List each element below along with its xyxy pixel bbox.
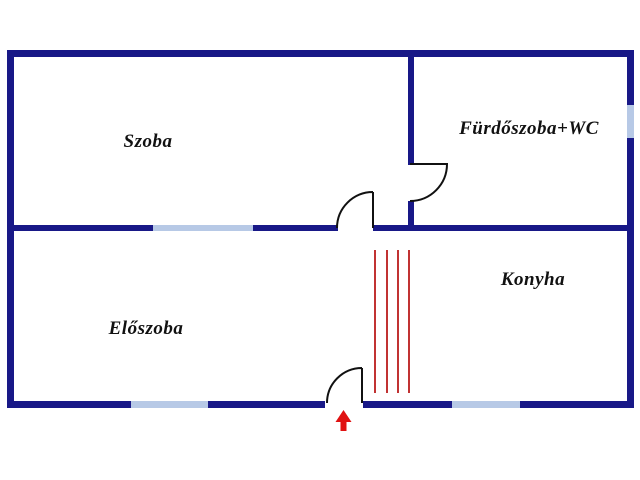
window-interior-wall: [153, 225, 253, 231]
room-label-konyha: Konyha: [500, 269, 566, 290]
door-entrance: [326, 367, 363, 404]
wall-interior-horizontal-3: [373, 225, 634, 231]
door-szoba: [336, 191, 374, 229]
wall-bottom-segment-3: [363, 401, 452, 408]
wall-bottom-segment-4: [520, 401, 634, 408]
window-bottom-left: [131, 401, 208, 408]
wall-bottom-segment-1: [7, 401, 131, 408]
window-bottom-right: [452, 401, 520, 408]
wall-top: [7, 50, 634, 57]
room-label-furdoszoba-wc: Fürdőszoba+WC: [459, 118, 599, 139]
window-right-wall: [627, 105, 634, 138]
room-label-szoba: Szoba: [123, 131, 173, 152]
door-bathroom: [409, 163, 449, 202]
entrance-arrow-icon: [335, 410, 352, 431]
wall-interior-vertical-2: [408, 201, 414, 231]
wall-interior-horizontal-1: [7, 225, 153, 231]
wall-interior-vertical-1: [408, 56, 414, 165]
wall-bottom-segment-2: [208, 401, 325, 408]
wall-interior-horizontal-2: [253, 225, 338, 231]
room-label-eloszoba: Előszoba: [108, 318, 184, 339]
